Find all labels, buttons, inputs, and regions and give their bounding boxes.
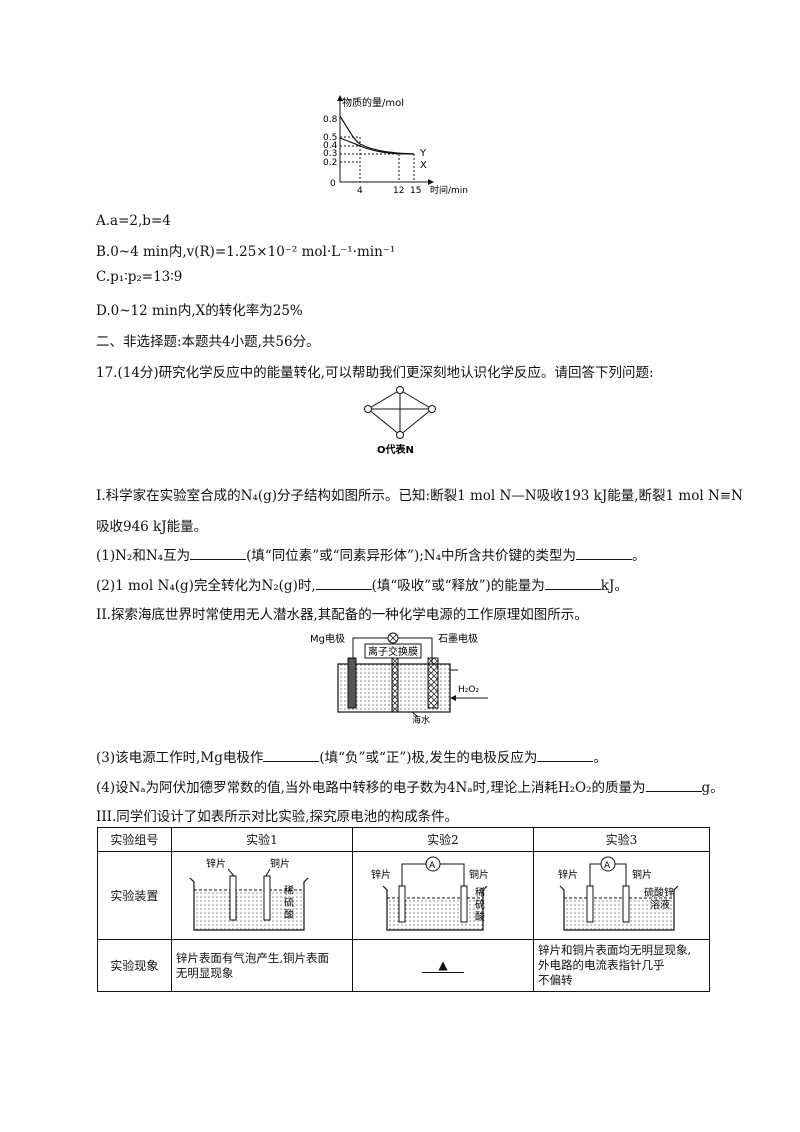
- solution-label: 稀: [284, 884, 294, 897]
- copper-strip: [622, 885, 630, 923]
- origin-label: 0: [330, 179, 336, 189]
- y-tick-label: 0.4: [323, 141, 338, 151]
- mg-h2o2-cell-diagram: Mg电极 石墨电极 离子交换膜 H₂O₂ 海水: [310, 632, 488, 724]
- part1-line1: I.科学家在实验室合成的N₄(g)分子结构如图所示。已知:断裂1 mol N—N…: [96, 488, 743, 504]
- beaker: [382, 885, 488, 931]
- question-1: (1)N₂和N₄互为(填“同位素”或“同素异形体”);N₄中所含共价键的类型为。: [96, 547, 646, 564]
- seawater-pointer: [411, 711, 419, 718]
- row-label-device: 实验装置: [97, 851, 172, 940]
- zinc-label: 锌片: [558, 868, 578, 881]
- answer-blank[interactable]: [576, 547, 632, 560]
- experiment-table: 实验组号 实验1 实验2 实验3 实验装置 锌片 铜片 稀 硫 酸: [97, 827, 710, 992]
- graph-ylabel: 物质的量/mol: [342, 96, 404, 109]
- x-tick-label: 12: [393, 186, 404, 196]
- ammeter-label: A: [604, 861, 611, 871]
- exp2-apparatus: A 锌片 铜片 稀 硫 酸: [371, 856, 489, 931]
- solution-label: 酸: [284, 908, 294, 921]
- answer-blank[interactable]: [315, 577, 372, 590]
- exp2-phenomenon: ▲: [351, 939, 535, 992]
- solution-label: 酸: [475, 910, 485, 923]
- x-axis-arrow: [428, 179, 434, 185]
- amount-time-graph: 物质的量/mol 0.8 0.5 0.4 0.3 0.2 0 Y X 4 12 …: [323, 95, 468, 196]
- answer-blank[interactable]: [263, 749, 320, 762]
- question-17-intro: 17.(14分)研究化学反应中的能量转化,可以帮助我们更深刻地认识化学反应。请回…: [96, 365, 654, 381]
- graphite-electrode: [427, 657, 439, 709]
- table-header: 实验3: [533, 827, 710, 852]
- mg-electrode-label: Mg电极: [310, 632, 345, 645]
- series-label-x: X: [420, 160, 427, 171]
- ion-exchange-membrane: [391, 657, 399, 713]
- solution-label: 溶液: [650, 898, 670, 911]
- y-axis-arrow: [337, 95, 343, 101]
- ammeter-label: A: [429, 861, 436, 871]
- beaker: [559, 885, 679, 931]
- answer-blank[interactable]: [645, 779, 702, 792]
- exp3-phenomenon: 锌片和铜片表面均无明显现象, 外电路的电流表指针几乎 不偏转: [533, 939, 710, 992]
- solution-label: 稀: [475, 886, 485, 899]
- copper-label: 铜片: [270, 857, 290, 870]
- zinc-strip: [229, 875, 237, 921]
- n-atom-icon: [396, 431, 404, 439]
- ammeter-icon: [425, 856, 441, 872]
- part1-line2: 吸收946 kJ能量。: [96, 519, 208, 535]
- y-tick-label: 0.5: [323, 133, 337, 143]
- table-header: 实验组号: [97, 827, 172, 852]
- table-header: 实验1: [170, 827, 353, 852]
- beaker: [189, 877, 309, 931]
- x-tick-label: 15: [410, 186, 421, 196]
- copper-strip: [263, 875, 271, 921]
- option-d: D.0~12 min内,X的转化率为25%: [96, 303, 303, 319]
- mg-electrode: [347, 657, 357, 709]
- graphite-electrode-label: 石墨电极: [438, 632, 478, 645]
- exp1-phenomenon: 锌片表面有气泡产生,铜片表面 无明显现象: [170, 939, 353, 992]
- membrane-label: 离子交换膜: [368, 645, 418, 658]
- zinc-label: 锌片: [206, 857, 226, 870]
- exp1-device-cell: 锌片 铜片 稀 硫 酸: [170, 851, 353, 940]
- zinc-strip: [586, 885, 594, 923]
- table-header: 实验2: [351, 827, 535, 852]
- part3-text: III.同学们设计了如表所示对比实验,探究原电池的构成条件。: [96, 809, 459, 825]
- solution-label: 硫: [284, 896, 294, 909]
- section-heading: 二、非选择题:本题共4小题,共56分。: [96, 334, 320, 350]
- seawater-label: 海水: [412, 714, 430, 724]
- question-3: (3)该电源工作时,Mg电极作(填“负”或“正”)极,发生的电极反应为。: [96, 749, 607, 766]
- answer-blank[interactable]: [544, 577, 601, 590]
- zinc-label: 锌片: [371, 868, 391, 881]
- y-tick-label: 0.2: [323, 158, 337, 168]
- solution-label: 硫酸锌: [644, 886, 674, 899]
- n-atom-icon: [428, 405, 436, 413]
- n-atom-icon: [364, 405, 372, 413]
- part2-text: II.探索海底世界时常使用无人潜水器,其配备的一种化学电源的工作原理如图所示。: [96, 607, 588, 623]
- row-label-phenomenon: 实验现象: [97, 939, 172, 992]
- curve-x: [339, 137, 415, 155]
- exp3-apparatus: A 锌片 铜片 硫酸锌 溶液: [558, 856, 679, 931]
- answer-blank[interactable]: [190, 547, 247, 560]
- x-tick-label: 4: [357, 186, 363, 196]
- option-a: A.a=2,b=4: [96, 213, 171, 229]
- solution-label: 硫: [475, 898, 485, 911]
- copper-strip: [460, 885, 468, 923]
- copper-label: 铜片: [469, 868, 489, 881]
- graph-xlabel: 时间/min: [430, 184, 468, 196]
- exp2-device-cell: A 锌片 铜片 稀 硫 酸: [351, 851, 535, 940]
- y-tick-label: 0.3: [323, 149, 337, 159]
- option-c: C.p₁∶p₂=13∶9: [96, 269, 183, 285]
- copper-label: 铜片: [632, 868, 652, 881]
- exp1-apparatus: 锌片 铜片 稀 硫 酸: [189, 857, 309, 931]
- option-b: B.0~4 min内,v(R)=1.25×10⁻² mol·L⁻¹·min⁻¹: [96, 244, 396, 260]
- series-label-y: Y: [419, 148, 427, 159]
- answer-blank[interactable]: [537, 749, 594, 762]
- question-2: (2)1 mol N₄(g)完全转化为N₂(g)时,(填“吸收”或“释放”)的能…: [96, 577, 628, 594]
- zinc-strip: [398, 885, 406, 923]
- question-4: (4)设Nₐ为阿伏加德罗常数的值,当外电路中转移的电子数为4Nₐ时,理论上消耗H…: [96, 779, 724, 796]
- n-atom-icon: [396, 386, 404, 394]
- exp3-device-cell: A 锌片 铜片 硫酸锌 溶液: [533, 851, 710, 940]
- n4-structure-diagram: O代表N: [364, 386, 436, 456]
- y-tick-label: 0.8: [323, 115, 338, 125]
- n4-legend: O代表N: [377, 443, 414, 456]
- curve-y: [339, 115, 415, 155]
- ammeter-icon: [600, 856, 616, 872]
- h2o2-label: H₂O₂: [458, 685, 479, 695]
